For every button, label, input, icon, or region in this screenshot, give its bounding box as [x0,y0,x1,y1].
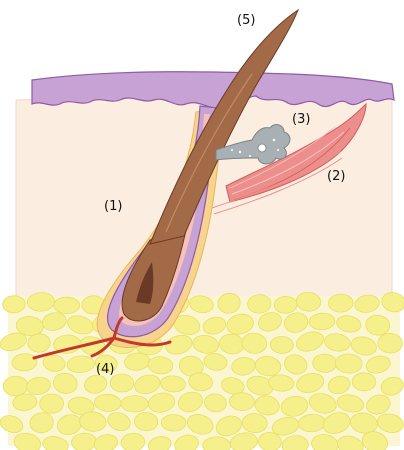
fat-cell [54,297,80,313]
label-4: (4) [96,362,114,377]
fat-cell [28,333,51,352]
fat-cell [39,394,63,414]
fat-cell [274,296,297,314]
fat-cell [270,336,293,353]
fat-cell [121,396,148,412]
fat-cell [229,392,255,411]
fat-cell [352,373,376,392]
fat-cell [335,354,362,374]
fat-cell [161,415,186,431]
label-5: (5) [237,13,255,28]
fat-layer [0,289,404,450]
label-1: (1) [104,199,122,214]
label-2: (2) [327,169,345,184]
label-3: (3) [292,112,310,127]
